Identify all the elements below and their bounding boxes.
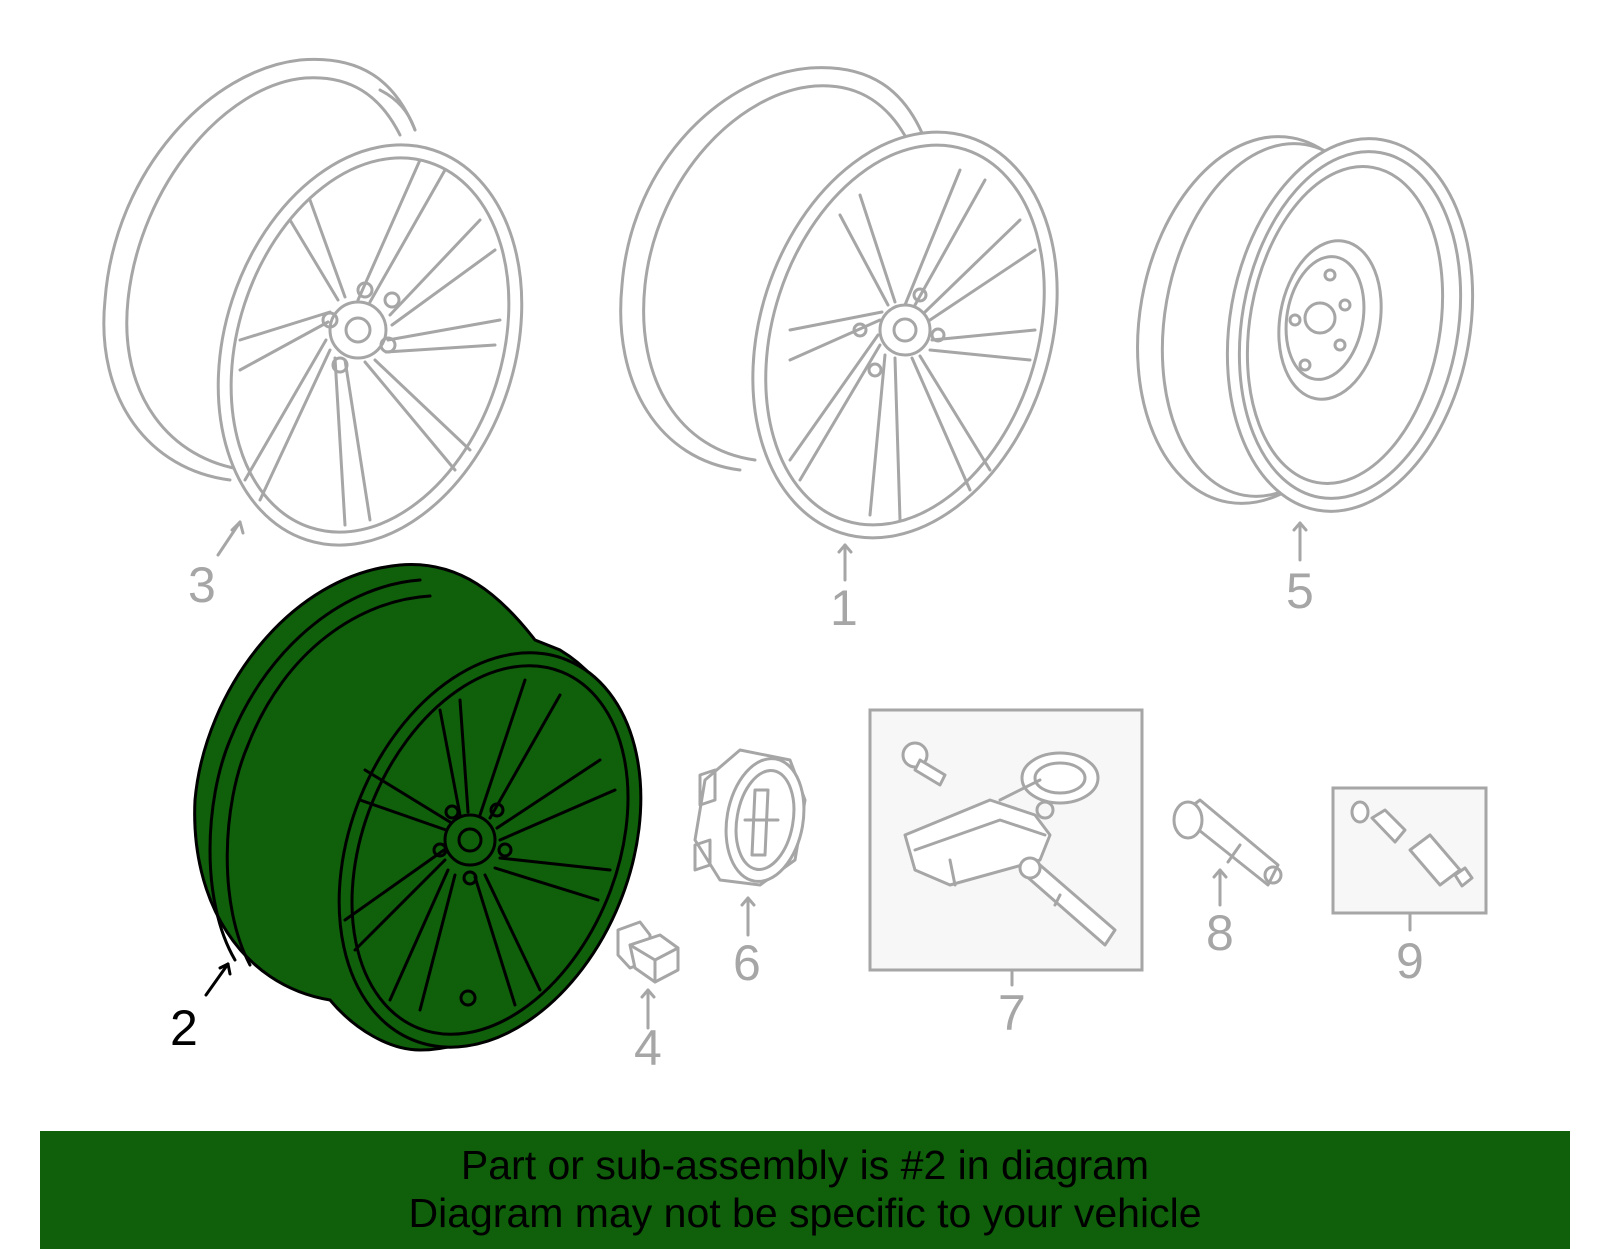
- wheel-part-3[interactable]: [102, 57, 571, 584]
- info-banner: Part or sub-assembly is #2 in diagram Di…: [40, 1131, 1570, 1249]
- spare-wheel-part-5[interactable]: [1110, 117, 1501, 562]
- banner-line-disclaimer: Diagram may not be specific to your vehi…: [408, 1190, 1202, 1236]
- callout-4: 4: [634, 1020, 662, 1076]
- banner-line-part-number: Part or sub-assembly is #2 in diagram: [460, 1142, 1150, 1188]
- wheel-part-1[interactable]: [619, 66, 1107, 582]
- callout-3: 3: [188, 557, 216, 613]
- callout-6: 6: [733, 935, 761, 991]
- callout-5: 5: [1286, 563, 1314, 619]
- callout-8: 8: [1206, 905, 1234, 961]
- callout-1: 1: [830, 580, 858, 636]
- callout-7: 7: [998, 985, 1026, 1041]
- wheel-part-2-highlighted[interactable]: [193, 563, 697, 1093]
- center-cap-part-6[interactable]: [693, 748, 813, 937]
- valve-stem-part-8[interactable]: [1172, 798, 1283, 907]
- tpms-kit-part-7[interactable]: [868, 708, 1144, 987]
- valve-kit-part-9[interactable]: [1331, 786, 1488, 932]
- callout-2: 2: [170, 1000, 198, 1056]
- callout-9: 9: [1396, 933, 1424, 989]
- lug-nut-part-4[interactable]: [616, 920, 680, 1030]
